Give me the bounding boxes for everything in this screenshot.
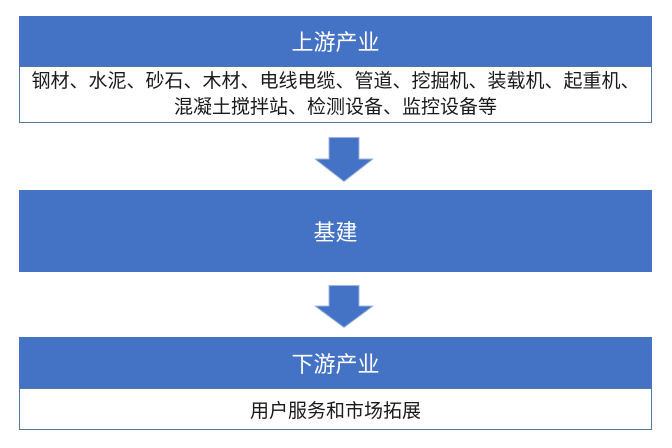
upstream-body: 钢材、水泥、砂石、木材、电线电缆、管道、挖掘机、装载机、起重机、混凝土搅拌站、检… bbox=[19, 66, 652, 123]
downstream-body: 用户服务和市场拓展 bbox=[19, 388, 652, 430]
down-arrow-shape bbox=[314, 137, 374, 182]
down-arrow-shape bbox=[314, 285, 374, 328]
upstream-header: 上游产业 bbox=[19, 16, 652, 66]
down-arrow-icon bbox=[314, 285, 374, 328]
down-arrow-icon bbox=[314, 137, 374, 182]
middle-bar: 基建 bbox=[19, 190, 652, 272]
downstream-header: 下游产业 bbox=[19, 337, 652, 388]
